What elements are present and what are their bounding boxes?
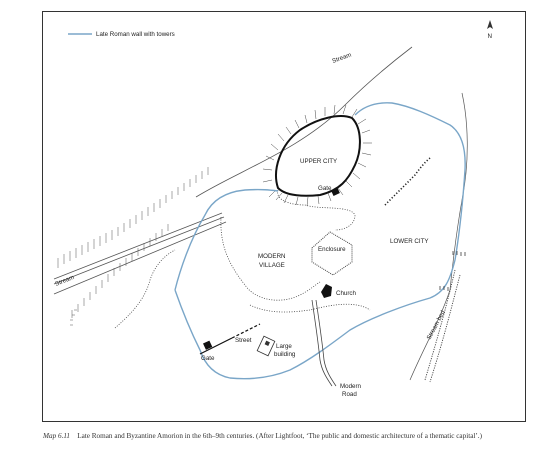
large-building-icon (256, 335, 276, 357)
enclosure-outline (311, 231, 353, 276)
dotted-line-lower-city (384, 157, 431, 206)
late-roman-wall (174, 102, 466, 380)
dotted-line-west (114, 249, 176, 329)
large-building-label-2: building (274, 351, 296, 358)
stream-left (53, 212, 227, 295)
church-icon (321, 284, 332, 298)
upper-city-label: UPPER CITY (300, 158, 337, 165)
stream-bed (409, 92, 468, 383)
north-arrow-icon: N (487, 20, 493, 40)
modern-road-label-1: Modern (340, 383, 362, 390)
modern-village-label-2: VILLAGE (259, 262, 285, 269)
lower-city-label: LOWER CITY (390, 238, 429, 245)
large-building-label-1: Large (276, 343, 292, 350)
stream-top (195, 46, 413, 198)
dotted-line-south (249, 303, 371, 313)
upper-city (262, 104, 372, 207)
stream-left-label: Stream (54, 274, 75, 288)
dotted-line-upper (277, 189, 356, 231)
wall-towers (439, 251, 466, 291)
svg-text:N: N (488, 33, 492, 40)
street (199, 323, 261, 355)
map-caption: Map 6.11 Late Roman and Byzantine Amorio… (43, 431, 543, 441)
gate-lower-label: Gate (201, 355, 215, 362)
escarpment-hachures-left (57, 167, 209, 326)
modern-road (311, 299, 337, 387)
caption-text: Late Roman and Byzantine Amorion in the … (77, 432, 482, 440)
street-label: Street (235, 337, 252, 344)
stream-top-label: Stream (331, 51, 352, 64)
modern-road-label-2: Road (342, 391, 357, 398)
map-frame (42, 11, 526, 422)
legend-wall-label: Late Roman wall with towers (96, 31, 175, 38)
gate-upper-label: Gate (318, 185, 332, 192)
church-label: Church (336, 290, 357, 297)
enclosure-label: Enclosure (318, 246, 346, 253)
caption-number: Map 6.11 (43, 432, 71, 440)
modern-village-label-1: MODERN (258, 253, 286, 260)
